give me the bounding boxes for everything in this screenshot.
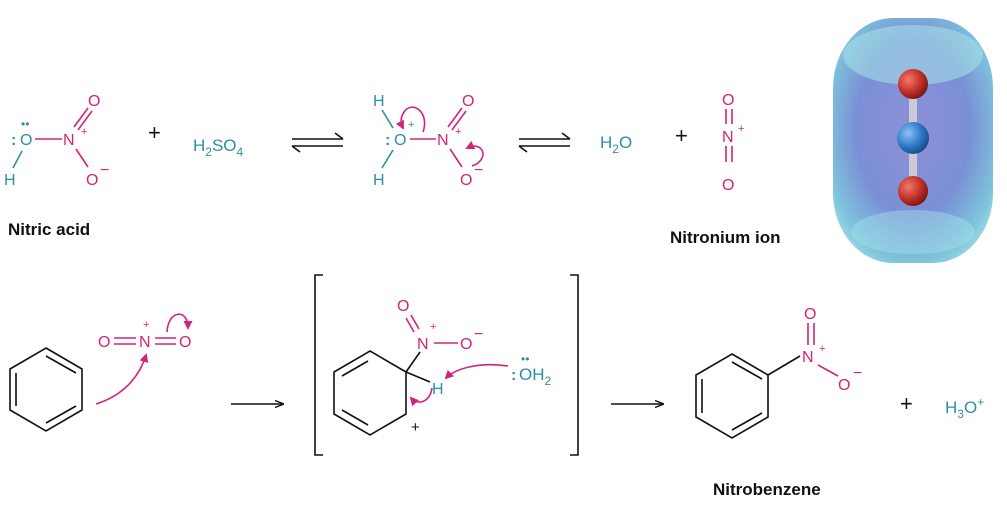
nitronium-ion-horizontal: O N + O xyxy=(98,313,193,351)
protonated-oxygen: O xyxy=(394,132,406,149)
sigma-nitrogen: N xyxy=(417,336,429,353)
nitric-acid-double-bond-a xyxy=(73,107,89,128)
nitrobenzene-name: Nitrobenzene xyxy=(713,480,821,499)
water-base: •• : OH2 xyxy=(511,352,552,388)
protonated-h-top-bond xyxy=(381,109,394,129)
sigma-c-h-bond xyxy=(405,371,431,383)
nitric-acid-o-h-bond xyxy=(12,150,23,169)
nitric-acid-nitrogen: N xyxy=(63,132,75,149)
plus-sign-1: + xyxy=(148,120,161,145)
water-lone-pair-top: •• xyxy=(521,352,529,366)
nitric-acid-oxygen: O xyxy=(20,132,32,149)
sigma-complex-charge: + xyxy=(411,419,420,436)
hydronium: H3O+ xyxy=(945,395,984,421)
sigma-complex: + N + O O − H xyxy=(333,298,509,436)
plus-sign-3: + xyxy=(900,391,913,416)
nitric-acid-hydrogen: H xyxy=(4,172,16,189)
curved-arrow-water-to-h xyxy=(444,363,509,380)
sigma-oxygen-right: O xyxy=(460,336,472,353)
nitric-acid-lone-pair-top: •• xyxy=(21,117,29,131)
water-formula: OH2 xyxy=(519,365,552,388)
sigma-oxygen-top: O xyxy=(397,298,409,315)
nitronium-charge: + xyxy=(738,123,744,135)
nitronium-h-nitrogen: N xyxy=(139,334,151,351)
protonated-h-bottom-bond xyxy=(381,149,394,169)
sigma-hydrogen: H xyxy=(432,381,444,398)
nitric-acid-oxygen-top: O xyxy=(88,93,100,110)
nitronium-potential-map-model xyxy=(833,18,993,263)
nitrobenzene-n-charge: + xyxy=(819,343,825,355)
protonated-h-top: H xyxy=(373,93,385,110)
nitronium-h-oxygen-right: O xyxy=(179,334,191,351)
nitrobenzene-oxygen-top: O xyxy=(804,306,816,323)
protonated-n-charge: + xyxy=(455,126,461,138)
water: H2O xyxy=(600,133,632,156)
protonated-lone-pair: : xyxy=(385,132,390,149)
curved-arrow-benzene-attack xyxy=(95,353,149,405)
protonated-oxygen-top: O xyxy=(462,93,474,110)
equilibrium-arrow-1 xyxy=(291,132,344,153)
nitric-acid-o-charge: − xyxy=(100,162,109,179)
surface-highlight-bottom xyxy=(851,210,975,254)
nitronium-oxygen-top: O xyxy=(722,92,734,109)
plus-sign-2: + xyxy=(675,123,688,148)
nitronium-h-oxygen-left: O xyxy=(98,334,110,351)
nitrobenzene-nitrogen: N xyxy=(802,349,814,366)
water-lone-pair-left: : xyxy=(511,367,516,384)
curved-arrow-pi-to-oxygen xyxy=(166,313,193,333)
nitric-acid-structure: •• : O H N + O O − xyxy=(4,93,109,189)
nitric-acid-oxygen-bottom: O xyxy=(86,172,98,189)
bracket-right xyxy=(570,274,579,456)
protonated-oxygen-bottom: O xyxy=(460,172,472,189)
protonated-h-bottom: H xyxy=(373,172,385,189)
curved-arrow-o-n-bond xyxy=(395,106,426,133)
protonated-o-charge: + xyxy=(408,119,414,131)
curved-arrow-o-minus xyxy=(465,140,484,167)
nitric-acid-lone-pair-left: : xyxy=(11,132,16,149)
model-oxygen-atom-bottom xyxy=(898,176,928,206)
nitronium-oxygen-bottom: O xyxy=(722,177,734,194)
sigma-c-n-bond xyxy=(405,351,421,373)
curved-arrow-ch-bond xyxy=(409,387,433,407)
protonated-nitric-acid-structure: H : O + H N + O O − xyxy=(373,93,484,189)
surface-highlight xyxy=(843,25,983,85)
nitric-acid-n-charge: + xyxy=(81,126,87,138)
bracket-left xyxy=(314,274,323,456)
sigma-n-charge: + xyxy=(430,321,436,333)
nitronium-h-charge: + xyxy=(143,319,149,331)
nitronium-ion-structure: O N + O xyxy=(722,92,744,194)
protonated-nitrogen: N xyxy=(437,132,449,149)
nitric-acid-name: Nitric acid xyxy=(8,220,90,239)
sulfuric-acid: H2SO4 xyxy=(193,136,244,159)
nitric-acid-double-bond-b xyxy=(77,110,93,131)
nitrobenzene-structure: N + O O − xyxy=(695,306,862,439)
benzene-ring xyxy=(9,347,83,432)
model-nitrogen-atom xyxy=(897,122,929,154)
nitric-acid-single-bond xyxy=(75,148,89,168)
protonated-o-minus: − xyxy=(474,162,483,179)
nitrobenzene-o-minus: − xyxy=(853,365,862,382)
nitrobenzene-c-n-bond xyxy=(767,355,801,376)
model-oxygen-atom-top xyxy=(898,69,928,99)
nitronium-ion-name: Nitronium ion xyxy=(670,228,780,247)
nitrobenzene-oxygen-right: O xyxy=(838,377,850,394)
nitronium-nitrogen: N xyxy=(722,129,734,146)
sigma-o-minus: − xyxy=(474,326,483,343)
equilibrium-arrow-2 xyxy=(518,132,571,153)
